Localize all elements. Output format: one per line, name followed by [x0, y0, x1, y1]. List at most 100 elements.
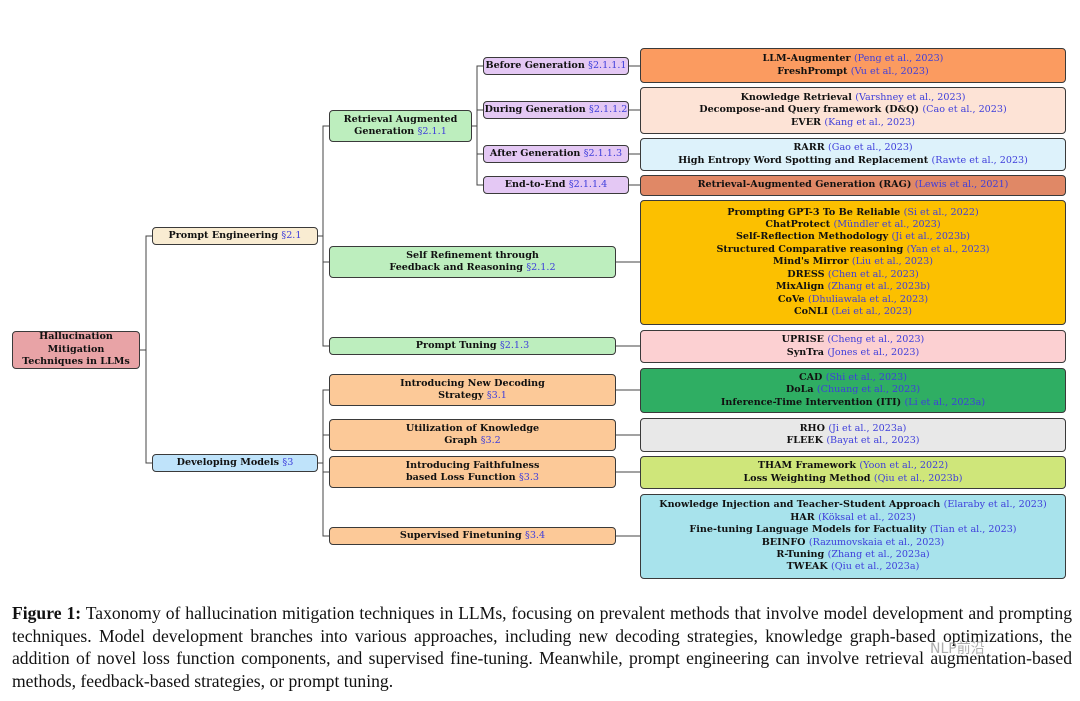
- root-line-2: Techniques in LLMs: [22, 356, 130, 368]
- caption-text: Taxonomy of hallucination mitigation tec…: [12, 603, 1072, 691]
- citation-link[interactable]: (Zhang et al., 2023a): [827, 548, 930, 560]
- citation-link[interactable]: (Kang et al., 2023): [824, 116, 916, 128]
- method-entry: Structured Comparative reasoning (Yan et…: [716, 244, 989, 256]
- citation-link[interactable]: (Vu et al., 2023): [850, 65, 929, 77]
- watermark: NLP前沿: [930, 641, 985, 657]
- section-ref[interactable]: §2.1.1.3: [583, 147, 623, 159]
- citation-link[interactable]: (Gao et al., 2023): [828, 142, 913, 154]
- section-ref[interactable]: §2.1.3: [499, 339, 530, 351]
- method-entry: Prompting GPT-3 To Be Reliable (Si et al…: [727, 207, 978, 219]
- method-entry: Mind's Mirror (Liu et al., 2023): [773, 256, 933, 268]
- section-ref[interactable]: §2.1: [281, 229, 302, 241]
- node-label: Before Generation: [485, 59, 585, 71]
- citation-link[interactable]: (Si et al., 2022): [903, 206, 979, 218]
- citation-link[interactable]: (Dhuliawala et al., 2023): [807, 293, 929, 305]
- node-after-generation: After Generation §2.1.1.3: [483, 145, 629, 163]
- taxonomy-figure: Hallucination Mitigation Techniques in L…: [12, 48, 1066, 579]
- citation-link[interactable]: (Bayat et al., 2023): [826, 435, 920, 446]
- citation-link[interactable]: (Liu et al., 2023): [851, 256, 933, 268]
- citation-link[interactable]: (Cao et al., 2023): [922, 104, 1007, 116]
- method-entry: LLM-Augmenter (Peng et al., 2023): [763, 53, 944, 65]
- method-name: UPRISE: [781, 334, 824, 346]
- method-name: Knowledge Retrieval: [740, 91, 852, 103]
- citation-link[interactable]: (Peng et al., 2023): [853, 53, 944, 65]
- method-name: TWEAK: [786, 561, 828, 573]
- method-name: RHO: [799, 422, 825, 434]
- figure-caption: Figure 1: Taxonomy of hallucination miti…: [12, 602, 1072, 692]
- citation-link[interactable]: (Rawte et al., 2023): [931, 154, 1028, 166]
- caption-label: Figure 1:: [12, 603, 82, 623]
- leaf-before-generation: LLM-Augmenter (Peng et al., 2023)FreshPr…: [640, 48, 1066, 83]
- node-label-1: Introducing Faithfulness: [405, 459, 540, 471]
- citation-link[interactable]: (Elaraby et al., 2023): [943, 499, 1047, 511]
- method-name: BEINFO: [761, 536, 806, 548]
- section-ref[interactable]: §3.2: [480, 435, 501, 446]
- method-entry: FreshPrompt (Vu et al., 2023): [777, 66, 928, 78]
- node-self-refinement: Self Refinement through Feedback and Rea…: [329, 246, 616, 278]
- citation-link[interactable]: (Yoon et al., 2022): [859, 460, 949, 472]
- citation-link[interactable]: (Shi et al., 2023): [825, 371, 908, 383]
- citation-link[interactable]: (Qiu et al., 2023a): [831, 561, 920, 573]
- node-decoding-strategy: Introducing New Decoding Strategy §3.1: [329, 374, 616, 406]
- citation-link[interactable]: (Cheng et al., 2023): [827, 334, 925, 346]
- section-ref[interactable]: §2.1.2: [526, 262, 556, 273]
- citation-link[interactable]: (Lewis et al., 2021): [914, 179, 1009, 191]
- citation-link[interactable]: (Ji et al., 2023a): [828, 422, 907, 434]
- citation-link[interactable]: (Zhang et al., 2023b): [827, 281, 931, 293]
- node-during-generation: During Generation §2.1.1.2: [483, 101, 629, 119]
- node-label: Prompt Tuning: [415, 339, 497, 351]
- citation-link[interactable]: (Qiu et al., 2023b): [873, 472, 963, 484]
- section-ref[interactable]: §2.1.1.2: [589, 103, 628, 115]
- citation-link[interactable]: (Köksal et al., 2023): [818, 511, 916, 523]
- root-node: Hallucination Mitigation Techniques in L…: [12, 331, 140, 369]
- method-entry: RARR (Gao et al., 2023): [793, 142, 912, 154]
- section-ref[interactable]: §2.1.1.4: [568, 178, 608, 190]
- node-supervised-finetuning: Supervised Finetuning §3.4: [329, 527, 616, 545]
- method-name: SynTra: [786, 346, 824, 358]
- section-ref[interactable]: §3: [282, 456, 294, 468]
- citation-link[interactable]: (Li et al., 2023a): [904, 396, 986, 408]
- method-entry: Decompose-and Query framework (D&Q) (Cao…: [699, 104, 1006, 116]
- method-name: RARR: [793, 142, 825, 154]
- method-name: LLM-Augmenter: [762, 53, 851, 65]
- section-ref[interactable]: §3.3: [518, 472, 540, 483]
- method-entry: CoNLI (Lei et al., 2023): [794, 306, 912, 318]
- leaf-end-to-end: Retrieval-Augmented Generation (RAG) (Le…: [640, 175, 1066, 196]
- root-line-1: Hallucination Mitigation: [39, 331, 113, 355]
- citation-link[interactable]: (Yan et al., 2023): [906, 243, 990, 255]
- node-retrieval-augmented-generation: Retrieval Augmented Generation §2.1.1: [329, 110, 472, 142]
- method-name: High Entropy Word Spotting and Replaceme…: [678, 154, 929, 166]
- node-label: Supervised Finetuning: [399, 529, 522, 541]
- section-ref[interactable]: §3.1: [486, 390, 507, 401]
- section-ref[interactable]: §3.4: [525, 529, 546, 541]
- citation-link[interactable]: (Jones et al., 2023): [827, 346, 920, 358]
- node-faithfulness-loss: Introducing Faithfulness based Loss Func…: [329, 456, 616, 488]
- citation-link[interactable]: (Mündler et al., 2023): [833, 219, 941, 231]
- section-ref[interactable]: §2.1.1: [417, 126, 447, 137]
- citation-link[interactable]: (Chuang et al., 2023): [816, 384, 921, 396]
- method-name: Prompting GPT-3 To Be Reliable: [727, 206, 901, 218]
- method-name: FreshPrompt: [777, 65, 848, 77]
- citation-link[interactable]: (Razumovskaia et al., 2023): [808, 536, 945, 548]
- section-ref[interactable]: §2.1.1.1: [588, 59, 627, 71]
- method-name: MixAlign: [775, 281, 825, 293]
- method-entry: CoVe (Dhuliawala et al., 2023): [778, 294, 928, 306]
- leaf-self-refinement: Prompting GPT-3 To Be Reliable (Si et al…: [640, 200, 1066, 325]
- method-name: Decompose-and Query framework (D&Q): [699, 104, 920, 116]
- method-entry: MixAlign (Zhang et al., 2023b): [776, 281, 930, 293]
- citation-link[interactable]: (Tian et al., 2023): [929, 524, 1017, 536]
- citation-link[interactable]: (Lei et al., 2023): [831, 305, 912, 317]
- citation-link[interactable]: (Chen et al., 2023): [827, 268, 919, 280]
- method-entry: BEINFO (Razumovskaia et al., 2023): [762, 537, 945, 549]
- method-entry: Knowledge Retrieval (Varshney et al., 20…: [741, 92, 966, 104]
- method-entry: HAR (Köksal et al., 2023): [790, 512, 916, 524]
- citation-link[interactable]: (Varshney et al., 2023): [855, 91, 966, 103]
- method-name: DoLa: [785, 384, 814, 396]
- citation-link[interactable]: (Ji et al., 2023b): [891, 231, 971, 243]
- node-label-1: Retrieval Augmented: [343, 113, 458, 125]
- method-entry: DoLa (Chuang et al., 2023): [786, 384, 920, 396]
- node-label-1: Introducing New Decoding: [400, 377, 545, 389]
- node-end-to-end: End-to-End §2.1.1.4: [483, 176, 629, 194]
- method-name: Fine-tuning Language Models for Factuali…: [689, 524, 927, 536]
- method-name: Mind's Mirror: [773, 256, 849, 268]
